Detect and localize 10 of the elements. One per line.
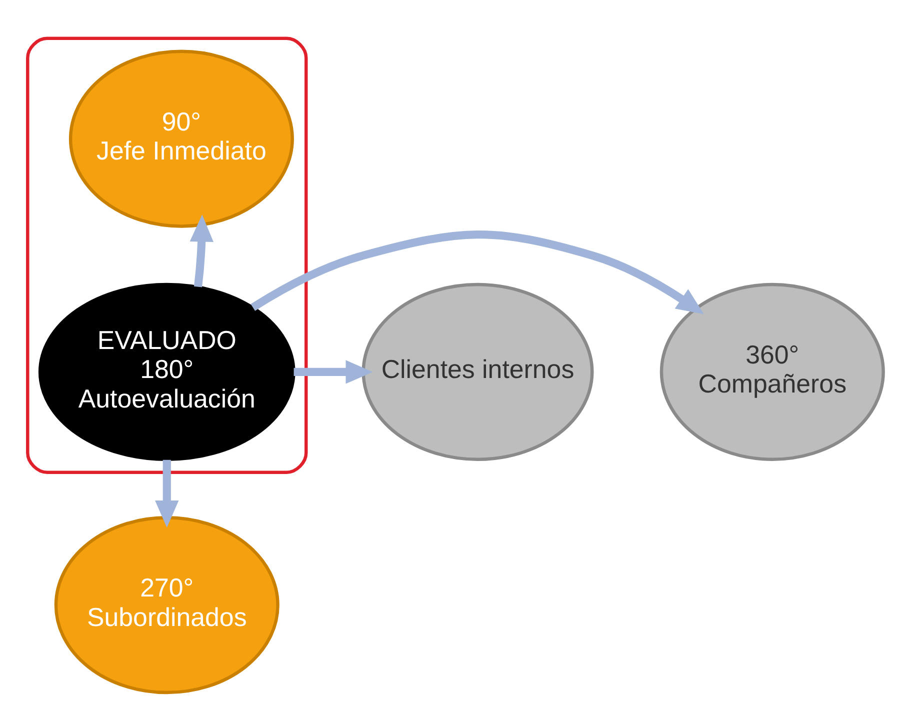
node-ellipse: 90° Jefe Inmediato bbox=[68, 49, 294, 228]
arrow bbox=[190, 214, 214, 287]
node-ellipse: 270° Subordinados bbox=[54, 516, 280, 694]
node-ellipse: 360° Compañeros bbox=[660, 282, 885, 460]
node-ellipse: Clientes internos bbox=[362, 282, 594, 460]
arrow bbox=[294, 360, 373, 384]
arrow bbox=[155, 459, 179, 528]
cluster bbox=[26, 36, 308, 474]
arrow bbox=[250, 230, 704, 314]
node-ellipse: EVALUADO 180° Autoevaluación bbox=[38, 282, 296, 460]
